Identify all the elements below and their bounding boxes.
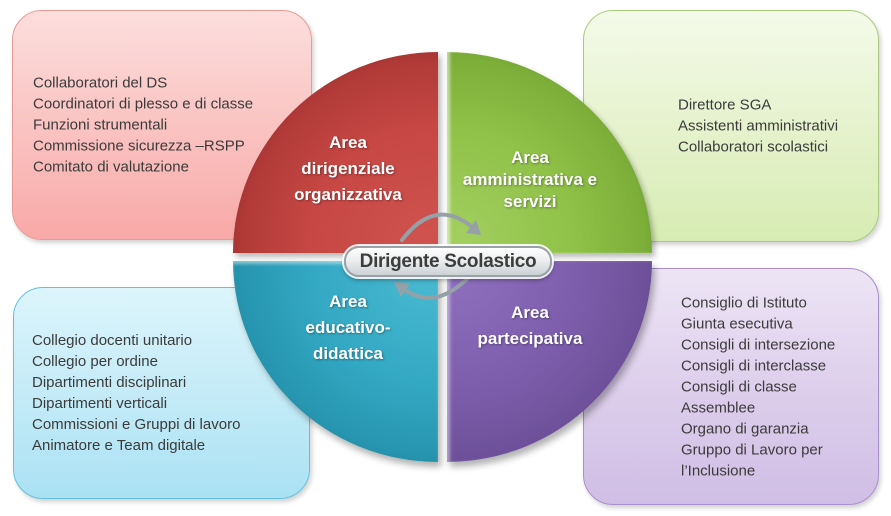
box-items: Collaboratori del DS Coordinatori di ple… bbox=[33, 73, 299, 178]
quadrant-label-educativa: Area educativo- didattica bbox=[305, 292, 391, 363]
list-item: Collaboratori del DS bbox=[33, 74, 168, 92]
quadrant-label-partecipativa: Area partecipativa bbox=[477, 303, 583, 348]
list-item: Collaboratori scolastici bbox=[678, 138, 829, 156]
list-item: Commissione sicurezza –RSPP bbox=[33, 137, 245, 155]
list-item: Dipartimenti disciplinari bbox=[32, 374, 187, 391]
list-item: Assemblee bbox=[681, 399, 756, 416]
list-item: Direttore SGA bbox=[678, 96, 772, 114]
list-item: Giunta esecutiva bbox=[681, 315, 793, 332]
list-item: Dipartimenti verticali bbox=[32, 395, 168, 412]
list-item: Consiglio di Istituto bbox=[681, 294, 807, 311]
list-item: Assistenti amministrativi bbox=[678, 117, 839, 135]
list-item: Consigli di classe bbox=[681, 378, 797, 395]
box-items: Direttore SGA Assistenti amministrativi … bbox=[678, 95, 870, 158]
rotation-arrow-top-icon bbox=[400, 212, 481, 242]
quadrant-label-dirigenziale: Area dirigenziale organizzativa bbox=[294, 133, 402, 204]
list-item: Organo di garanzia bbox=[681, 420, 809, 437]
quadrant-label-amministrativa: Area amministrativa e servizi bbox=[462, 148, 598, 211]
center-label-pill: Dirigente Scolastico bbox=[344, 246, 552, 277]
box-area-dirigenziale-list: Collaboratori del DS Coordinatori di ple… bbox=[12, 10, 312, 240]
list-item: Coordinatori di plesso e di classe bbox=[33, 95, 254, 113]
box-items: Collegio docenti unitario Collegio per o… bbox=[32, 330, 299, 456]
list-item: Funzioni strumentali bbox=[33, 116, 168, 134]
list-item: Commissioni e Gruppi di lavoro bbox=[32, 416, 241, 433]
list-item: Collegio docenti unitario bbox=[32, 332, 193, 349]
list-item: Comitato di valutazione bbox=[33, 158, 189, 176]
list-item: Collegio per ordine bbox=[32, 353, 158, 370]
list-item: Animatore e Team digitale bbox=[32, 437, 206, 454]
list-item: Gruppo di Lavoro per l’Inclusione bbox=[681, 441, 823, 479]
center-label: Dirigente Scolastico bbox=[359, 250, 537, 272]
box-items: Consiglio di Istituto Giunta esecutiva C… bbox=[681, 292, 866, 481]
list-item: Consigli di intersezione bbox=[681, 336, 836, 353]
list-item: Consigli di interclasse bbox=[681, 357, 827, 374]
